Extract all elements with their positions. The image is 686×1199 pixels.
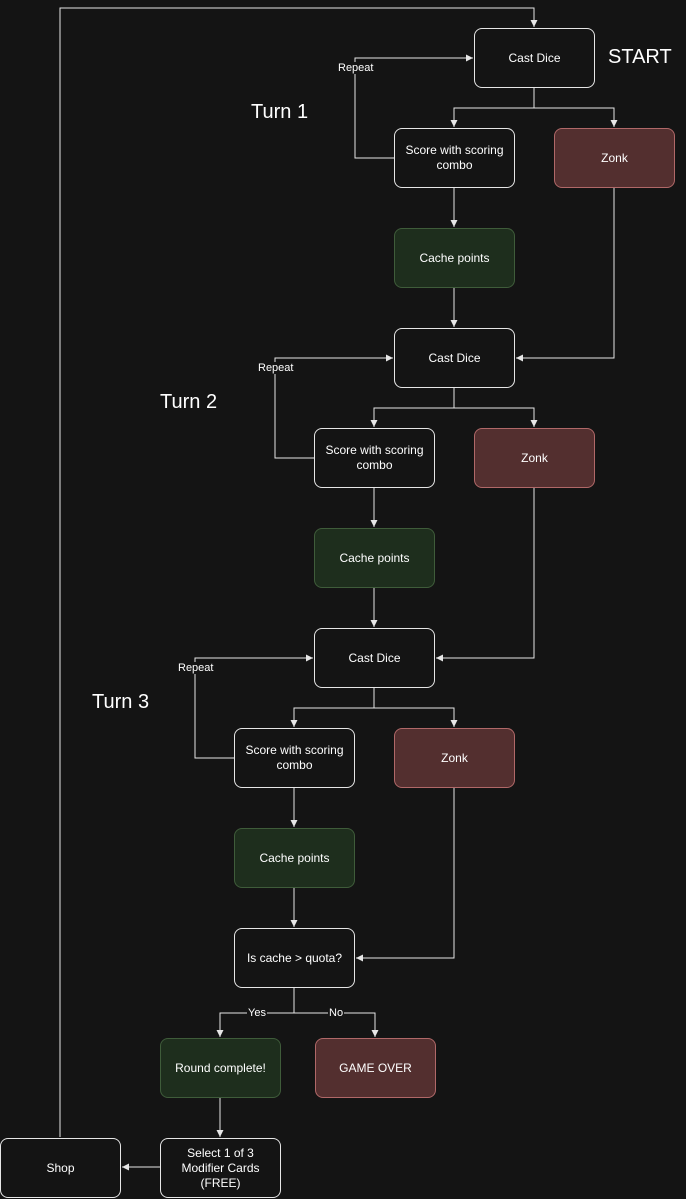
zonk-node-3[interactable]: Zonk xyxy=(394,728,515,788)
select-modifier-cards-node[interactable]: Select 1 of 3 Modifier Cards (FREE) xyxy=(160,1138,281,1198)
edge-cast2-zonk2 xyxy=(454,407,538,427)
turn-2-label: Turn 2 xyxy=(160,391,218,413)
score-combo-node-2[interactable]: Score with scoring combo xyxy=(314,428,435,488)
turn-3-label: Turn 3 xyxy=(92,691,150,713)
repeat-label-3: Repeat xyxy=(177,662,215,674)
score-combo-node-1[interactable]: Score with scoring combo xyxy=(394,128,515,188)
cast-dice-node-3[interactable]: Cast Dice xyxy=(314,628,435,688)
edge-cast3-score3 xyxy=(290,688,375,727)
edge-shop-loop xyxy=(59,7,538,1137)
edge-zonk2-cast3 xyxy=(436,488,535,662)
edge-cast3-zonk3 xyxy=(374,707,458,727)
edge-no xyxy=(294,1012,379,1037)
edge-cast1-zonk1 xyxy=(534,107,618,127)
repeat-label-2: Repeat xyxy=(257,362,295,374)
edge-cast1-score1 xyxy=(450,88,535,127)
edge-cast2-score2 xyxy=(370,388,455,427)
start-label: START xyxy=(608,46,672,68)
edge-repeat2 xyxy=(274,354,393,459)
cast-dice-node-2[interactable]: Cast Dice xyxy=(394,328,515,388)
cast-dice-node-1[interactable]: Cast Dice xyxy=(474,28,595,88)
edge-zonk1-cast2 xyxy=(516,188,615,362)
game-over-node[interactable]: GAME OVER xyxy=(315,1038,436,1098)
turn-1-label: Turn 1 xyxy=(251,101,309,123)
zonk-node-1[interactable]: Zonk xyxy=(554,128,675,188)
cache-points-node-3[interactable]: Cache points xyxy=(234,828,355,888)
repeat-label-1: Repeat xyxy=(337,62,375,74)
edge-repeat3 xyxy=(194,654,313,759)
round-complete-node[interactable]: Round complete! xyxy=(160,1038,281,1098)
shop-node[interactable]: Shop xyxy=(0,1138,121,1198)
no-label: No xyxy=(328,1007,345,1019)
score-combo-node-3[interactable]: Score with scoring combo xyxy=(234,728,355,788)
quota-decision-node[interactable]: Is cache > quota? xyxy=(234,928,355,988)
yes-label: Yes xyxy=(247,1007,267,1019)
cache-points-node-1[interactable]: Cache points xyxy=(394,228,515,288)
edge-zonk3-decision xyxy=(356,788,455,962)
cache-points-node-2[interactable]: Cache points xyxy=(314,528,435,588)
zonk-node-2[interactable]: Zonk xyxy=(474,428,595,488)
edge-repeat1 xyxy=(354,54,473,159)
